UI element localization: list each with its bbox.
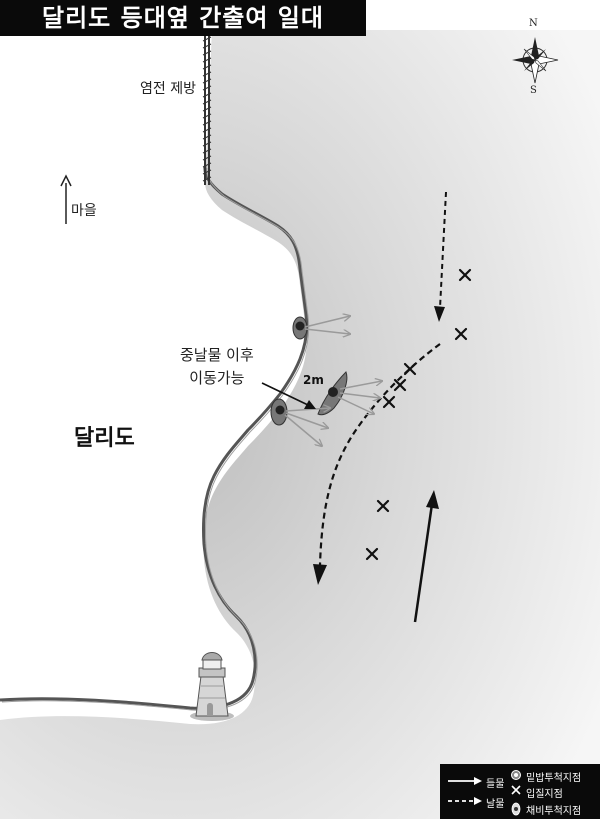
movement-pointer-arrow bbox=[261, 382, 316, 409]
compass-icon bbox=[512, 37, 559, 84]
fishing-spot-north bbox=[292, 316, 350, 340]
legend-bottom-cast-label: 밑밥투척지점 bbox=[526, 773, 582, 784]
island-label: 달리도 bbox=[74, 426, 135, 451]
legend-chum-icon bbox=[511, 802, 521, 816]
entry-point-marks bbox=[365, 268, 472, 561]
legend-entry-label: 입질지점 bbox=[526, 789, 563, 800]
legend-chum-label: 채비투척지점 bbox=[526, 806, 582, 817]
entry-point-mark bbox=[403, 362, 417, 376]
entry-point-mark bbox=[376, 499, 390, 513]
fishing-spot-south bbox=[270, 398, 330, 446]
legend: 들물 날물 밑밥투척지점 입질지점 채비투척지점 bbox=[440, 764, 600, 819]
compass-north-label: N bbox=[529, 18, 538, 29]
ebb-tide-arrow-north bbox=[434, 191, 447, 322]
flood-tide-arrow bbox=[413, 490, 439, 623]
lighthouse-icon bbox=[190, 652, 234, 721]
map-title: 달리도 등대옆 간출여 일대 bbox=[0, 0, 366, 36]
legend-symbols bbox=[448, 770, 521, 816]
legend-flood-label: 들물 bbox=[486, 779, 505, 790]
coastline-edge bbox=[1, 167, 310, 711]
village-arrow bbox=[60, 174, 72, 224]
legend-bottom-cast-icon bbox=[511, 770, 521, 780]
distance-label: 2m bbox=[303, 373, 324, 387]
sea-area bbox=[0, 30, 600, 819]
movable-note: 중날물 이후 이동가능 bbox=[180, 344, 254, 390]
legend-entry-icon bbox=[511, 785, 521, 795]
legend-ebb-label: 날물 bbox=[486, 799, 505, 810]
entry-point-mark bbox=[393, 378, 407, 392]
village-label: 마을 bbox=[71, 203, 97, 219]
legend-ebb-arrow-icon bbox=[448, 797, 482, 805]
entry-point-mark bbox=[454, 327, 468, 341]
movable-note-line2: 이동가능 bbox=[189, 369, 245, 387]
entry-point-mark bbox=[365, 547, 379, 561]
entry-point-mark bbox=[382, 395, 396, 409]
legend-flood-arrow-icon bbox=[448, 777, 482, 785]
entry-point-mark bbox=[458, 268, 472, 282]
seawall-label: 염전 제방 bbox=[140, 81, 196, 97]
movable-note-line1: 중날물 이후 bbox=[180, 346, 254, 364]
ebb-tide-arrow-south bbox=[313, 343, 441, 585]
compass-south-label: S bbox=[530, 85, 537, 96]
